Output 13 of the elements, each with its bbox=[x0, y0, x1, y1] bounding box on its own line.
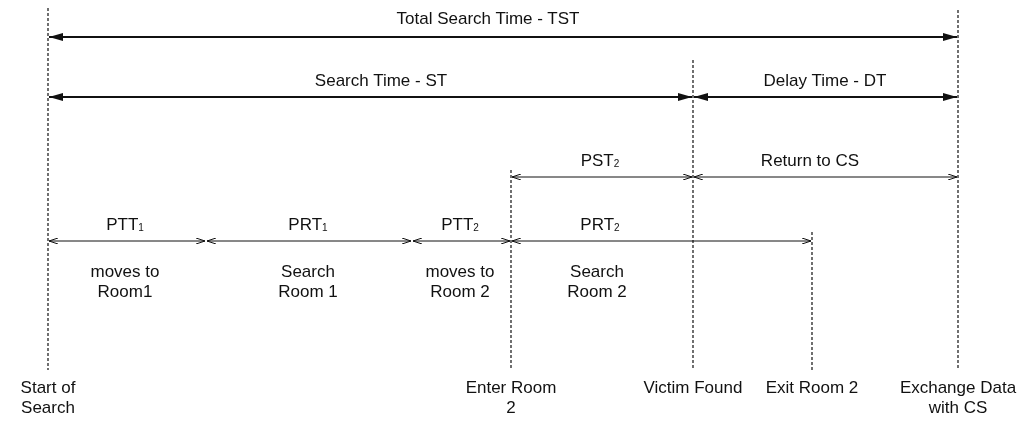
dimension-label: Search Time - ST bbox=[313, 71, 449, 91]
dimension-label: Total Search Time - TST bbox=[395, 9, 581, 29]
phase-label: moves to Room 2 bbox=[424, 262, 496, 302]
phase-label: Search Room 2 bbox=[566, 262, 628, 302]
dimension-label: Delay Time - DT bbox=[762, 71, 888, 91]
event-label: Enter Room 2 bbox=[464, 378, 558, 418]
phase-label: moves to Room1 bbox=[89, 262, 161, 302]
dimension-label: Return to CS bbox=[759, 151, 861, 171]
event-label: Start of Search bbox=[19, 378, 77, 418]
event-label: Exchange Data with CS bbox=[898, 378, 1018, 418]
event-label: Exit Room 2 bbox=[764, 378, 860, 398]
event-label: Victim Found bbox=[643, 378, 743, 398]
phase-label: Search Room 1 bbox=[277, 262, 339, 302]
